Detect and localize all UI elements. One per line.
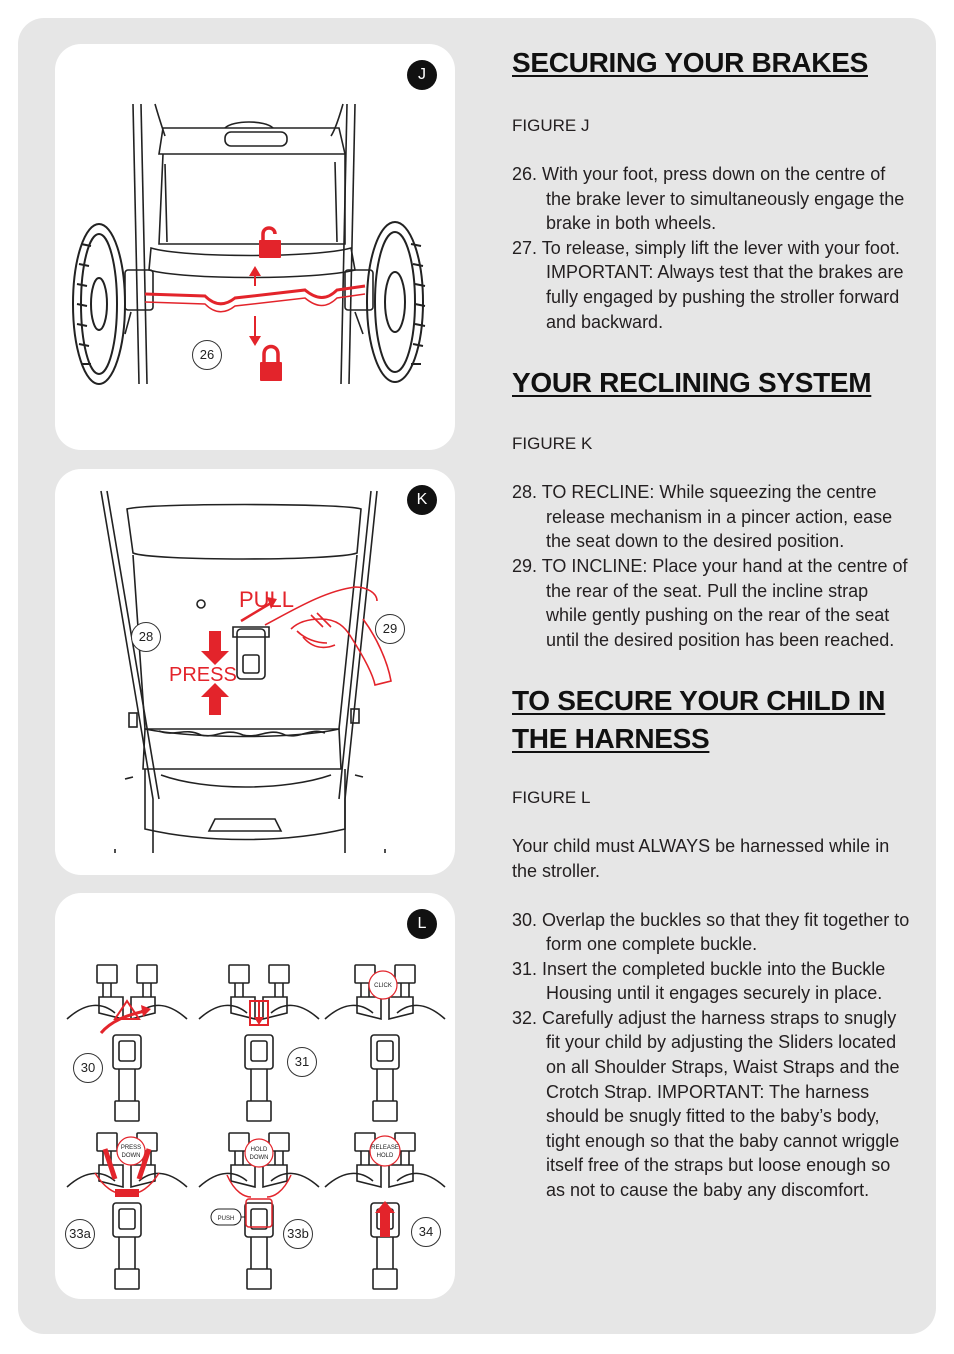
press-label: PRESS	[169, 664, 237, 686]
harness-heading-line2: THE HARNESS	[512, 723, 710, 755]
click-callout: CLICK	[374, 983, 392, 989]
hold-callout-line1: HOLD	[251, 1147, 268, 1153]
figure-l-badge: L	[407, 909, 437, 939]
step-26-text: 26. With your foot, press down on the ce…	[512, 164, 905, 234]
step-29-marker: 29	[375, 614, 405, 644]
brakes-heading: SECURING YOUR BRAKES	[512, 47, 868, 78]
step-31-marker: 31	[287, 1047, 317, 1077]
recline-steps: 28. TO RECLINE: While squeezing the cent…	[512, 480, 912, 652]
lock-icon	[260, 362, 282, 381]
brakes-steps: 26. With your foot, press down on the ce…	[512, 162, 912, 334]
harness-buckle-illustrations: CLICK PRESS DOWN HOLD DOWN PUSH RELEASE …	[66, 964, 446, 1290]
step-32-text: 32. Carefully adjust the harness straps …	[512, 1007, 900, 1201]
figure-j-caption: FIGURE J	[512, 116, 590, 135]
step-33a-marker: 33a	[65, 1219, 95, 1249]
stroller-recline-illustration: PULL PRESS	[100, 490, 392, 853]
push-up-arrow	[201, 683, 229, 715]
step-30-text: 30. Overlap the buckles so that they fit…	[512, 909, 910, 955]
step-28-text: 28. TO RECLINE: While squeezing the cent…	[512, 482, 893, 552]
unlock-icon	[259, 240, 281, 258]
step-30-marker: 30	[73, 1053, 103, 1083]
figure-l-caption: FIGURE L	[512, 788, 591, 808]
step-28-marker: 28	[131, 622, 161, 652]
figure-k-panel: PULL PRESS K 28 29	[55, 469, 455, 875]
press-callout-line2: DOWN	[122, 1153, 141, 1159]
step-33b-marker: 33b	[283, 1219, 313, 1249]
step-31-text: 31. Insert the completed buckle into the…	[512, 958, 886, 1004]
hold-callout-line2: DOWN	[250, 1155, 269, 1161]
harness-heading: TO SECURE YOUR CHILD IN THE HARNESS	[512, 682, 912, 758]
press-callout-line1: PRESS	[121, 1145, 141, 1151]
figure-j-badge: J	[407, 60, 437, 90]
harness-heading-line1: TO SECURE YOUR CHILD IN	[512, 685, 886, 717]
push-callout: PUSH	[218, 1216, 235, 1222]
step-27-text: 27. To release, simply lift the lever wi…	[512, 237, 904, 332]
figure-l-panel: CLICK PRESS DOWN HOLD DOWN PUSH RELEASE …	[55, 893, 455, 1299]
stroller-brake-illustration	[72, 103, 426, 385]
figure-k-caption: FIGURE K	[512, 434, 593, 454]
pull-label: PULL	[239, 587, 294, 612]
figure-j-panel: J 26	[55, 44, 455, 450]
step-29-text: 29. TO INCLINE: Place your hand at the c…	[512, 555, 908, 650]
recline-heading: YOUR RECLINING SYSTEM	[512, 367, 872, 399]
release-callout-line1: RELEASE	[371, 1145, 399, 1151]
step-34-marker: 34	[411, 1217, 441, 1247]
release-callout-line2: HOLD	[377, 1153, 394, 1159]
instructions-column: SECURING YOUR BRAKES FIGURE J 26. With y…	[512, 44, 912, 1203]
step-26-marker: 26	[192, 340, 222, 370]
harness-intro: Your child must ALWAYS be harnessed whil…	[512, 836, 890, 881]
figure-k-badge: K	[407, 485, 437, 515]
harness-steps: 30. Overlap the buckles so that they fit…	[512, 908, 912, 1203]
press-down-arrow	[201, 631, 229, 665]
